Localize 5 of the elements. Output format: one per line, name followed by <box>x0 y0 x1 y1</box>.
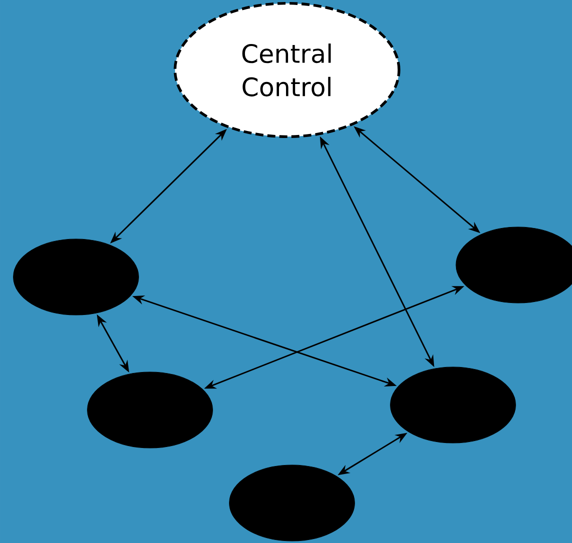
node-ellipse <box>87 372 213 448</box>
node-ellipse <box>456 226 572 304</box>
node-ellipse <box>229 464 355 542</box>
node-ellipse <box>13 238 139 316</box>
node-ellipse <box>390 366 516 444</box>
